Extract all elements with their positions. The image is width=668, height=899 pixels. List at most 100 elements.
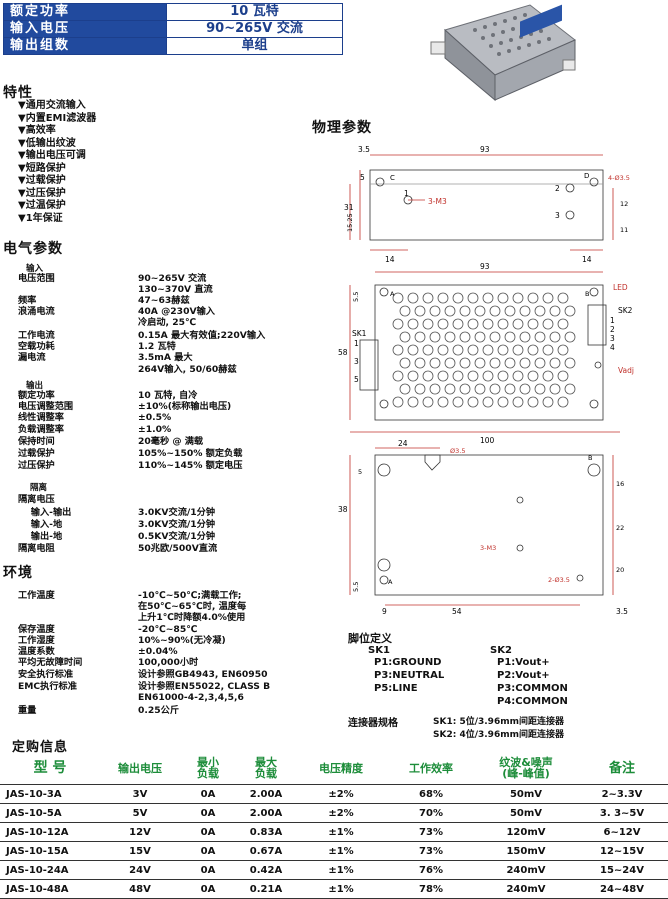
vent-hole (392, 344, 404, 356)
table-cell: 0A (180, 822, 236, 842)
table-cell: 0A (180, 841, 236, 861)
vent-hole (459, 305, 471, 317)
header-key: 输入电压 (3, 20, 167, 38)
vent-hole (399, 305, 411, 317)
vent-hole (474, 331, 486, 343)
vent-hole (407, 292, 419, 304)
dim-label: 14 (582, 255, 592, 264)
col-header: 电压精度 (296, 752, 386, 785)
table-cell: 6~12V (576, 822, 668, 842)
vent-hole (527, 318, 539, 330)
vent-hole (407, 318, 419, 330)
vent-hole (564, 331, 576, 343)
table-cell: 15V (100, 841, 180, 861)
feature-item: ▼通用交流输入 (18, 100, 86, 111)
table-cell: 0.42A (236, 860, 296, 880)
table-cell: 240mV (476, 879, 576, 899)
model-cell: JAS-10-3A (0, 784, 100, 804)
sk2-title: SK2 (490, 645, 512, 656)
vent-hole (407, 344, 419, 356)
spec-key: 工作电流 (18, 330, 55, 341)
vent-hole (452, 292, 464, 304)
table-cell: 50mV (476, 803, 576, 823)
col-header: 工作效率 (386, 752, 476, 785)
feature-item: ▼过压保护 (18, 187, 66, 199)
vent-hole (512, 292, 524, 304)
col-header: 最大 负载 (236, 752, 296, 785)
dim-label: 3-M3 (428, 197, 447, 206)
dim-label: 3 (610, 334, 615, 343)
vent-hole (549, 331, 561, 343)
vent-hole (519, 331, 531, 343)
pins-title: 脚位定义 (348, 632, 392, 645)
spec-header-table: 额定功率 10 瓦特 输入电压 90~265V 交流 输出组数 单组 (3, 3, 343, 55)
vent-hole (392, 318, 404, 330)
order-header-row: 型 号 输出电压 最小 负载 最大 负载 电压精度 工作效率 纹波&噪声 (峰-… (0, 752, 668, 785)
spec-value: 3.5mA 最大 (138, 352, 193, 363)
dim-label: 4 (610, 343, 615, 352)
vent-hole (452, 370, 464, 382)
connector-spec: SK2: 4位/3.96mm间距连接器 (433, 730, 564, 740)
vent-hole (399, 331, 411, 343)
vent-hole (527, 370, 539, 382)
vent-hole (542, 370, 554, 382)
table-cell: 0.21A (236, 879, 296, 899)
isolation-subtitle: 隔离 (30, 483, 48, 493)
electrical-title: 电气参数 (3, 241, 63, 257)
feature-item: ▼1年保证 (18, 212, 63, 224)
table-cell: 2~3.3V (576, 784, 668, 804)
header-row-power: 额定功率 10 瓦特 (3, 3, 343, 21)
vent-hole (497, 344, 509, 356)
vent-hole (422, 370, 434, 382)
vent-hole (519, 357, 531, 369)
dim-label: 14 (385, 255, 395, 264)
col-header: 型 号 (0, 752, 100, 785)
header-value: 单组 (166, 37, 343, 55)
dim-label: 93 (480, 145, 490, 154)
vent-hole (429, 357, 441, 369)
sk2-pin: P2:Vout+ (497, 670, 550, 681)
vent-hole (542, 292, 554, 304)
spec-key: 漏电流 (18, 352, 46, 363)
spec-key: 工作温度 (18, 590, 55, 601)
input-subtitle: 输入 (26, 264, 44, 274)
spec-value: 0.5KV交流/1分钟 (138, 531, 216, 542)
spec-key: 输出-地 (18, 531, 63, 542)
vent-hole (557, 292, 569, 304)
dim-label: 5.5 (352, 292, 360, 302)
vent-hole (527, 344, 539, 356)
vent-hole (429, 383, 441, 395)
dim-label: B (588, 454, 592, 462)
dim-label: 2 (555, 184, 560, 193)
order-table: 型 号 输出电压 最小 负载 最大 负载 电压精度 工作效率 纹波&噪声 (峰-… (0, 752, 668, 899)
vent-hole (459, 357, 471, 369)
table-cell: 5V (100, 803, 180, 823)
vent-hole (489, 383, 501, 395)
vent-hole (549, 383, 561, 395)
vent-hole (489, 305, 501, 317)
dim-label: Vadj (618, 366, 634, 375)
dim-label: 3-M3 (480, 544, 496, 552)
vent-hole (542, 396, 554, 408)
features-list: ▼通用交流输入 ▼内置EMI滤波器 ▼高效率 ▼低输出纹波 ▼输出电压可调 ▼短… (18, 100, 96, 225)
dim-label: 1 (404, 189, 409, 198)
dim-label: 20 (616, 566, 624, 574)
spec-value: 20毫秒 @ 满载 (138, 436, 204, 447)
vent-hole (437, 344, 449, 356)
dim-label: 5 (358, 468, 362, 476)
header-row-input: 输入电压 90~265V 交流 (3, 20, 343, 38)
dim-label: 3 (555, 211, 560, 220)
connector-spec: SK1: 5位/3.96mm间距连接器 (433, 717, 564, 727)
spec-value: 3.0KV交流/1分钟 (138, 519, 216, 530)
dim-label: 9 (382, 607, 387, 615)
table-cell: 12~15V (576, 841, 668, 861)
feature-item: ▼输出电压可调 (18, 150, 86, 161)
vent-hole (444, 357, 456, 369)
spec-value: 上升1℃时降额4.0%使用 (138, 612, 246, 623)
spec-value: 10%~90%(无冷凝) (138, 635, 226, 646)
vent-hole (534, 383, 546, 395)
dim-label: 11 (620, 226, 628, 234)
dim-label: Ø3.5 (450, 447, 465, 455)
table-cell: 0.67A (236, 841, 296, 861)
